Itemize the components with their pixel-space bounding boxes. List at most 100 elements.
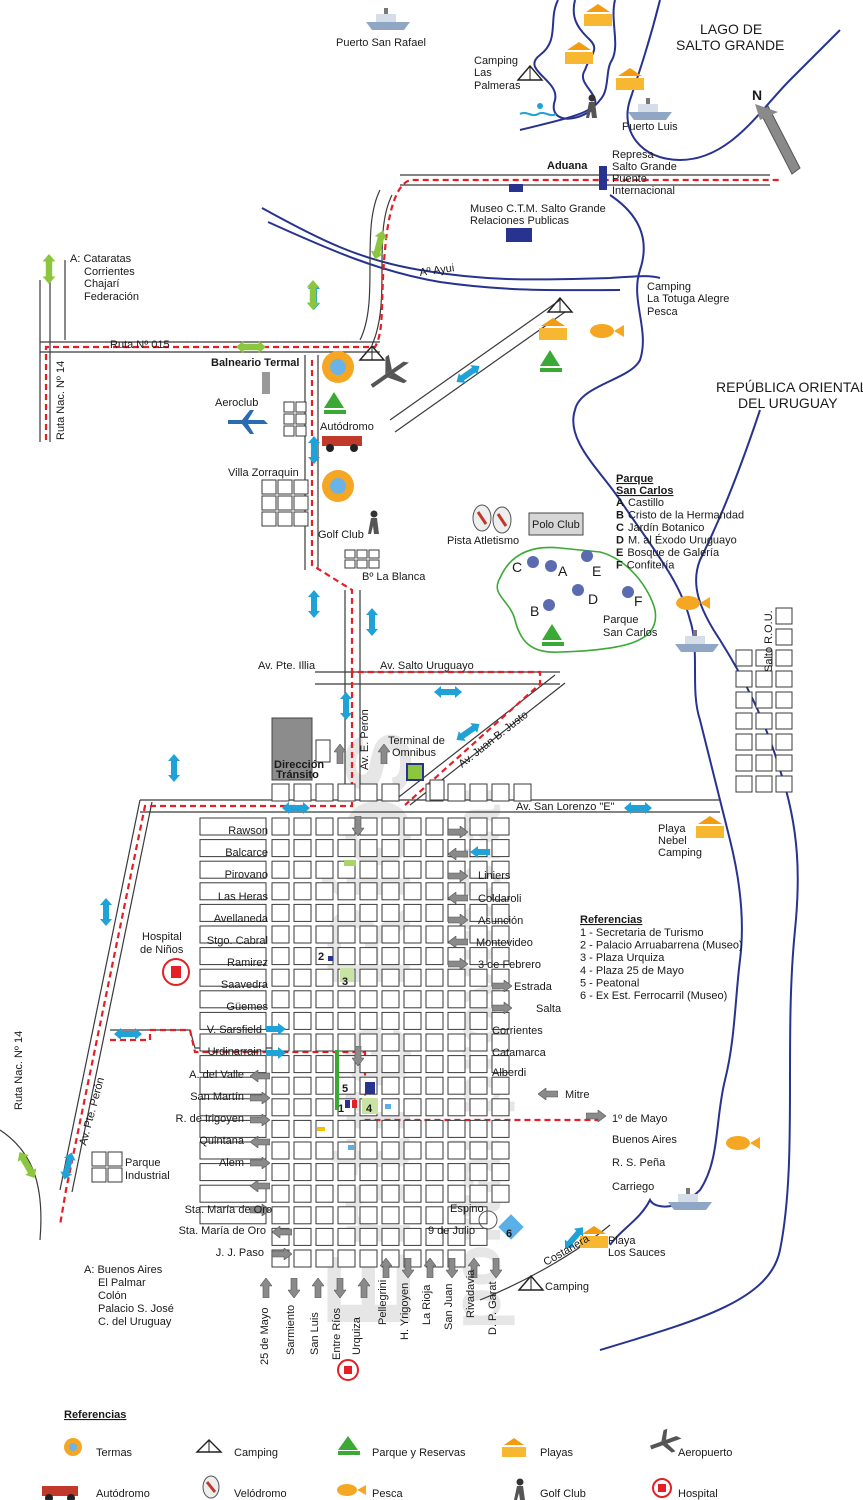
city-block bbox=[337, 1163, 356, 1182]
lake-label: SALTO GRANDE bbox=[676, 37, 784, 53]
svg-text:Polo Club: Polo Club bbox=[532, 519, 580, 531]
street-label: Güemes bbox=[226, 1001, 268, 1013]
city-block bbox=[469, 990, 488, 1009]
city-block bbox=[381, 1163, 400, 1182]
city-block bbox=[381, 925, 400, 944]
city-block bbox=[447, 1076, 466, 1095]
street-label: Urdinarrain bbox=[208, 1046, 262, 1058]
beach-icon bbox=[580, 1226, 608, 1248]
city-block bbox=[469, 1206, 488, 1225]
city-block bbox=[315, 817, 334, 836]
swimmer-icon bbox=[519, 103, 557, 117]
represa-dam bbox=[599, 166, 607, 190]
country-label: DEL URUGUAY bbox=[738, 395, 838, 411]
street-label: San Luis bbox=[309, 1312, 321, 1355]
city-block bbox=[447, 1227, 466, 1246]
city-block bbox=[315, 968, 334, 987]
street-label: Quintana bbox=[199, 1135, 245, 1147]
boat-icon bbox=[628, 98, 672, 120]
city-block bbox=[447, 1098, 466, 1117]
city-block bbox=[469, 1076, 488, 1095]
city-block bbox=[315, 990, 334, 1009]
cyclist-icon bbox=[472, 504, 492, 532]
city-block bbox=[775, 691, 793, 709]
misc-blocks bbox=[91, 166, 607, 1183]
legend-label: Pesca bbox=[372, 1488, 403, 1500]
city-block bbox=[403, 903, 422, 922]
city-block bbox=[403, 990, 422, 1009]
city-block bbox=[337, 783, 356, 802]
street-label: Alem bbox=[219, 1157, 244, 1169]
north-label: N bbox=[752, 87, 762, 103]
termas-icon bbox=[322, 470, 354, 502]
boat-icon bbox=[675, 630, 719, 652]
city-block bbox=[425, 882, 444, 901]
city-block bbox=[425, 1227, 444, 1246]
beach-icon bbox=[584, 4, 612, 26]
city-block bbox=[381, 903, 400, 922]
svg-text:Tránsito: Tránsito bbox=[276, 769, 319, 781]
city-block bbox=[469, 1119, 488, 1138]
city-block bbox=[293, 839, 312, 858]
svg-text:Pista Atletismo: Pista Atletismo bbox=[447, 535, 519, 547]
beach-icon bbox=[696, 816, 724, 838]
svg-text:Pesca: Pesca bbox=[647, 306, 678, 318]
city-block bbox=[293, 925, 312, 944]
hospital-icon bbox=[652, 1478, 672, 1498]
city-block bbox=[491, 1098, 510, 1117]
city-block bbox=[381, 1227, 400, 1246]
street-label: Sta. María de Oro bbox=[179, 1225, 266, 1237]
city-block bbox=[359, 860, 378, 879]
city-block bbox=[469, 1033, 488, 1052]
city-block bbox=[735, 754, 753, 772]
street-label: Liniers bbox=[478, 870, 511, 882]
city-block bbox=[293, 783, 312, 802]
svg-text:3: 3 bbox=[342, 976, 348, 988]
legend-label: Velódromo bbox=[234, 1488, 287, 1500]
street-label: Balcarce bbox=[225, 847, 268, 859]
city-block bbox=[469, 903, 488, 922]
city-block bbox=[447, 968, 466, 987]
termas-icon bbox=[64, 1438, 82, 1456]
legend-label: Camping bbox=[234, 1447, 278, 1459]
park-icon bbox=[542, 624, 564, 646]
direction-arrow-icon bbox=[308, 590, 320, 618]
city-block bbox=[491, 903, 510, 922]
direccion-transito-building bbox=[271, 717, 313, 781]
tourist-route bbox=[44, 178, 780, 1226]
city-block bbox=[337, 817, 356, 836]
svg-text:D: D bbox=[588, 591, 598, 607]
stream-label: Aº Ayui bbox=[419, 262, 455, 279]
city-block bbox=[337, 839, 356, 858]
city-block bbox=[403, 817, 422, 836]
city-block bbox=[469, 783, 488, 802]
svg-text:Camping: Camping bbox=[474, 55, 518, 67]
street-label: San Juan bbox=[443, 1284, 455, 1330]
svg-text:6: 6 bbox=[506, 1228, 512, 1240]
street-label: 3 de Febrero bbox=[478, 959, 541, 971]
street-label: Avellaneda bbox=[214, 913, 269, 925]
svg-text:Puente: Puente bbox=[612, 173, 647, 185]
svg-text:Palacio S. José: Palacio S. José bbox=[98, 1303, 174, 1315]
city-block bbox=[469, 968, 488, 987]
street-label: Saavedra bbox=[221, 979, 269, 991]
city-block bbox=[403, 1119, 422, 1138]
city-block bbox=[293, 1141, 312, 1160]
cyclist-icon bbox=[492, 506, 512, 534]
direction-arrow-icon bbox=[288, 1278, 300, 1298]
city-block bbox=[271, 968, 290, 987]
city-block bbox=[447, 783, 466, 802]
city-block bbox=[359, 1249, 378, 1268]
city-block bbox=[755, 670, 773, 688]
city-block bbox=[425, 903, 444, 922]
svg-text:Palmeras: Palmeras bbox=[474, 80, 521, 92]
city-block bbox=[359, 1184, 378, 1203]
boat-icon bbox=[366, 8, 410, 30]
city-block bbox=[403, 1206, 422, 1225]
svg-text:Terminal de: Terminal de bbox=[388, 735, 445, 747]
city-block bbox=[359, 839, 378, 858]
city-block bbox=[381, 1011, 400, 1030]
city-block bbox=[359, 903, 378, 922]
